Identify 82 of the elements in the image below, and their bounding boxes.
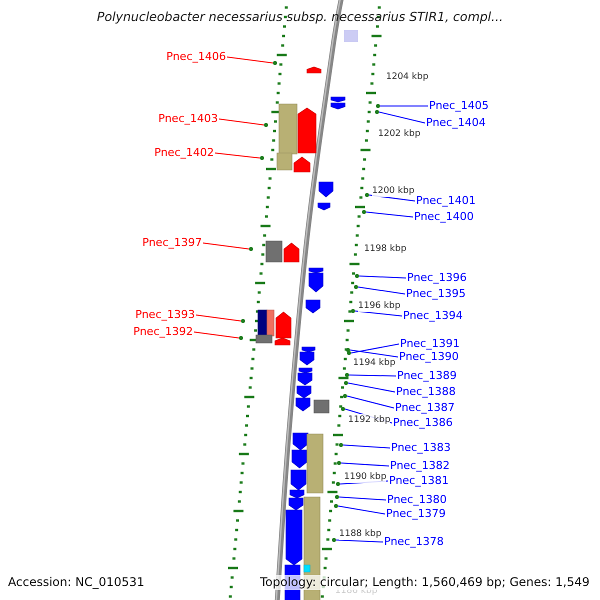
leader-line	[196, 314, 242, 322]
gene-label: Pnec_1390	[399, 350, 459, 363]
ring-dot	[339, 443, 343, 447]
gene-label: Pnec_1397	[142, 236, 202, 249]
scale-label: 1196 kbp	[358, 300, 400, 312]
ring-dot	[376, 104, 380, 108]
gene-label: Pnec_1379	[386, 507, 446, 520]
gene-label: Pnec_1386	[393, 416, 453, 429]
gene-label: Pnec_1388	[396, 385, 456, 398]
gene-label: Pnec_1380	[387, 493, 447, 506]
leader-line	[354, 310, 402, 316]
scale-label: 1198 kbp	[364, 243, 406, 255]
gene-label: Pnec_1395	[406, 287, 466, 300]
scale-label: 1188 kbp	[339, 528, 382, 540]
gene-label: Pnec_1392	[133, 325, 193, 338]
leader-line	[336, 540, 384, 542]
ring-dot	[355, 274, 359, 278]
leader-line	[202, 242, 250, 250]
leader-line	[358, 276, 406, 278]
gene-label: Pnec_1402	[154, 146, 214, 159]
ring-dot	[336, 482, 340, 486]
leader-line	[348, 374, 396, 376]
ring-dot	[264, 123, 268, 127]
leader-line	[194, 332, 240, 338]
ring-dot	[335, 495, 339, 499]
ring-dot	[239, 336, 243, 340]
gene-label: Pnec_1381	[389, 474, 449, 487]
leader-line	[342, 444, 390, 448]
ring-dot	[351, 309, 355, 313]
gene-label: Pnec_1391	[400, 337, 460, 350]
scale-label: 1202 kbp	[378, 128, 420, 140]
scale-label: 1186 kbp	[335, 586, 378, 597]
gene-label: Pnec_1404	[426, 116, 486, 129]
scale-label: 1204 kbp	[386, 71, 428, 83]
leader-line	[348, 382, 396, 392]
gene-label: Pnec_1378	[384, 535, 444, 548]
ring-dot	[273, 61, 277, 65]
accession-label: Accession: NC_010531	[8, 575, 144, 590]
ring-dot	[365, 193, 369, 197]
scale-label: 1194 kbp	[353, 357, 396, 369]
ring-dot	[346, 348, 350, 352]
scale-label: 1190 kbp	[344, 471, 386, 483]
ring-dot	[249, 247, 253, 251]
ring-dot	[354, 285, 358, 289]
ring-dot	[337, 461, 341, 465]
gene-label: Pnec_1382	[390, 459, 450, 472]
gene-label: Pnec_1389	[397, 369, 457, 382]
ring-dot	[260, 156, 264, 160]
gene-label: Pnec_1393	[135, 308, 195, 321]
gene-label: Pnec_1403	[158, 112, 218, 125]
gene-label: Pnec_1401	[416, 194, 476, 207]
gene-label: Pnec_1405	[429, 99, 489, 112]
ring-dot	[343, 394, 347, 398]
leader-line	[350, 344, 400, 354]
map-title: Polynucleobacter necessarius subsp. necessarius STIR1, compl...	[96, 9, 504, 24]
gene-label: Pnec_1396	[407, 271, 467, 284]
ring-dot	[341, 407, 345, 411]
leader-line	[214, 152, 260, 158]
ring-dot	[334, 504, 338, 508]
ring-dot	[332, 538, 336, 542]
scale-label: 1200 kbp	[372, 185, 414, 197]
gene-label: Pnec_1387	[395, 401, 455, 414]
gene-label: Pnec_1383	[391, 441, 451, 454]
gene-label: Pnec_1394	[403, 309, 463, 322]
leader-line	[346, 396, 394, 408]
leader-line	[378, 112, 426, 124]
ring-dot	[362, 210, 366, 214]
scale-label: 1192 kbp	[348, 414, 390, 426]
gene-label: Pnec_1400	[414, 210, 474, 223]
leader-line	[340, 462, 390, 466]
ring-dot	[375, 110, 379, 114]
ring-dot	[344, 381, 348, 385]
leader-line	[338, 506, 386, 514]
leader-line	[350, 350, 398, 358]
leader-line	[218, 118, 264, 126]
leader-line	[366, 212, 414, 218]
ring-dot	[241, 319, 245, 323]
ring-dot	[345, 373, 349, 377]
gene-label: Pnec_1406	[166, 50, 226, 63]
leader-line	[226, 56, 274, 64]
leader-line	[358, 286, 406, 294]
leader-line	[338, 496, 386, 500]
